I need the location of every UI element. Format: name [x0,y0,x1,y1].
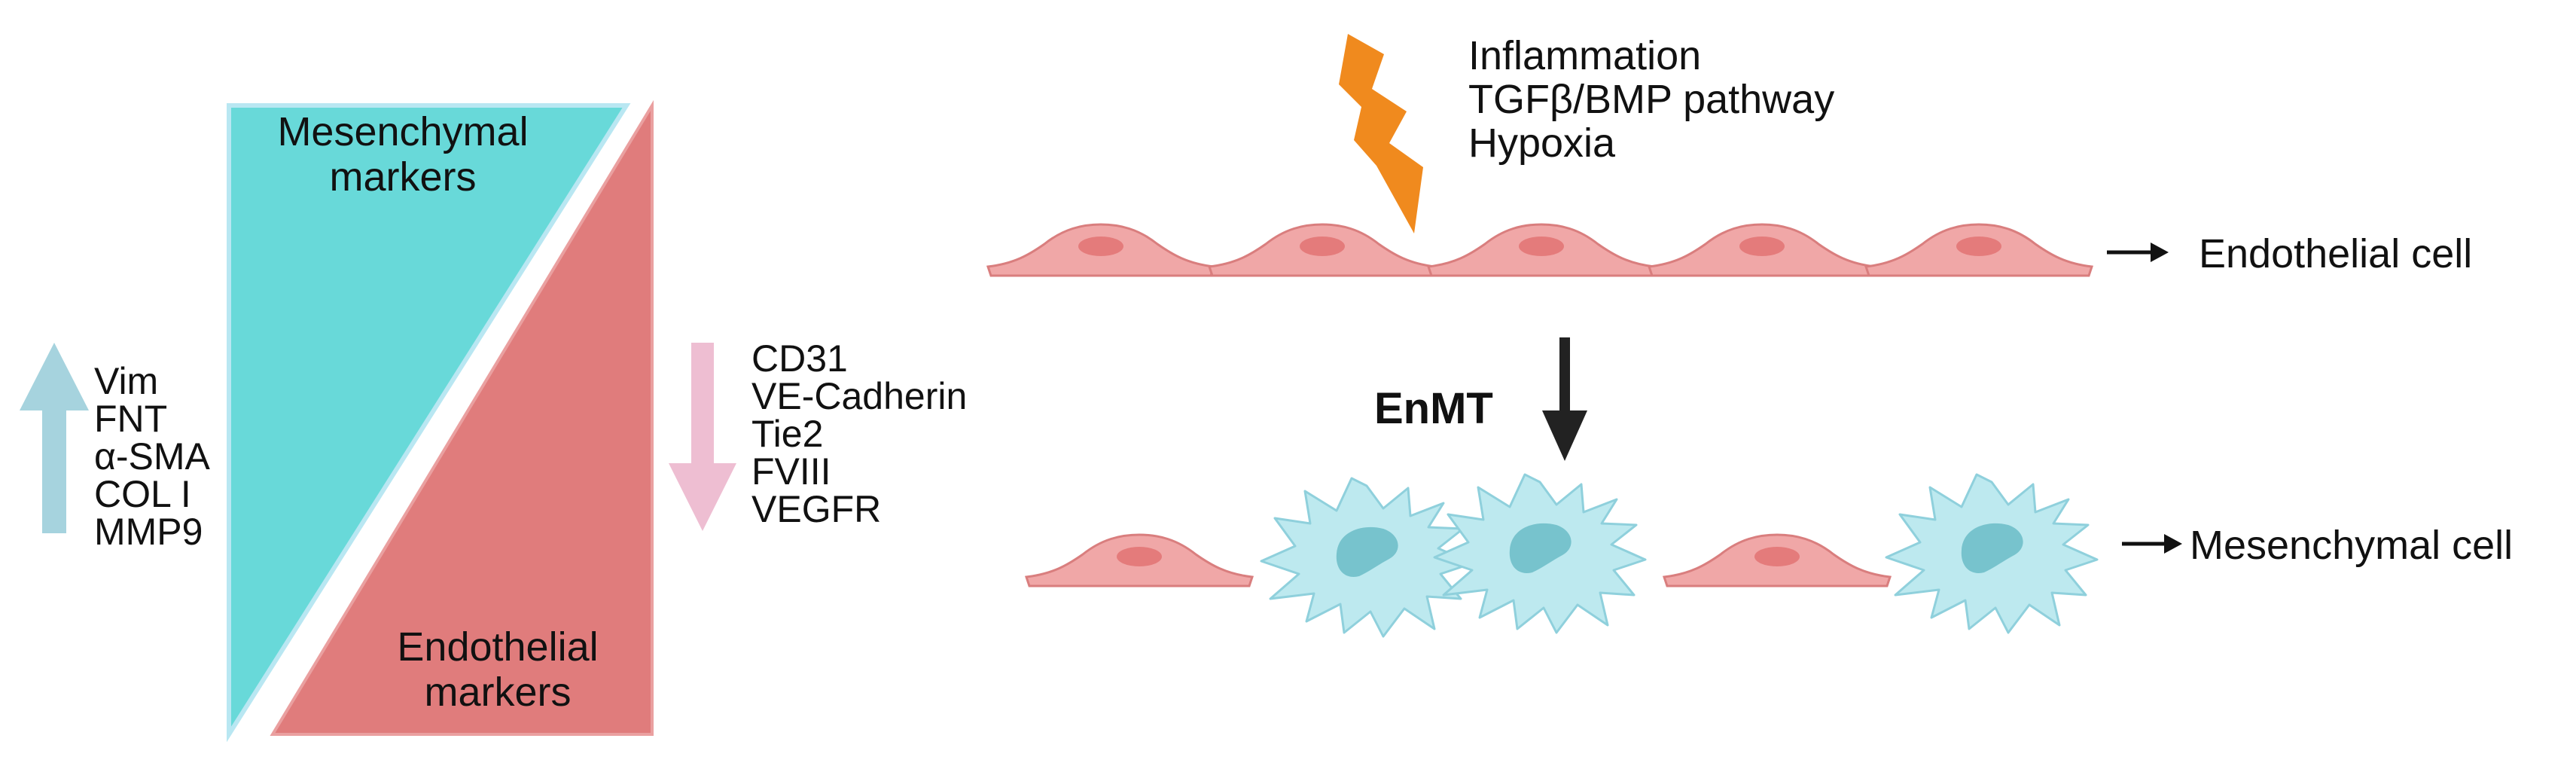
down-marker-fviii: FVIII [751,450,831,493]
stimulus-inflammation: Inflammation [1468,33,1701,78]
mesenchymal-cell [1885,473,2099,634]
enmt-label: EnMT [1374,384,1493,433]
down-marker-cd31: CD31 [751,337,848,380]
up-marker-mmp9: MMP9 [94,511,203,553]
marker-gradient-panel: Mesenchymal markers Endothelial markers [227,99,654,743]
mesenchymal-markers-title-line2: markers [329,154,476,200]
stimulus-tgfb-bmp: TGFβ/BMP pathway [1468,77,1834,122]
endothelial-cell [1648,223,1876,277]
down-marker-vegfr: VEGFR [751,488,881,530]
down-arrow-icon [669,343,736,531]
mesenchymal-triangle [227,103,631,743]
upregulated-markers-group: Vim FNT α-SMA COL I MMP9 [20,343,211,553]
downregulated-markers-group: CD31 VE-Cadherin Tie2 FVIII VEGFR [669,337,967,531]
up-marker-col1: COL I [94,473,191,515]
mesenchymal-cell-label: Mesenchymal cell [2190,523,2513,568]
endothelial-cell [1864,223,2093,277]
endothelial-cell [986,223,1215,277]
mesenchymal-markers-title-line1: Mesenchymal [277,109,528,154]
mesenchymal-cell-pointer [2122,534,2182,554]
endothelial-cell [1427,223,1656,277]
mesenchymal-cell [1433,473,1647,634]
endothelial-triangle [270,99,654,736]
stimuli-list: Inflammation TGFβ/BMP pathway Hypoxia [1468,33,1834,166]
endothelial-cell [1208,223,1437,277]
up-arrow-icon [20,343,89,533]
up-marker-vim: Vim [94,360,158,402]
endothelial-cell [1663,533,1892,587]
endothelial-cell-row [986,223,2093,277]
endothelial-markers-title-line1: Endothelial [397,624,598,670]
lightning-icon [1339,34,1423,233]
endothelial-cell-pointer [2107,243,2169,262]
endothelial-cell [1025,533,1254,587]
down-marker-tie2: Tie2 [751,413,823,455]
up-marker-asma: α-SMA [94,435,211,478]
down-marker-ve-cadherin: VE-Cadherin [751,375,967,417]
endothelial-markers-title-line2: markers [424,670,571,715]
stimulus-hypoxia: Hypoxia [1468,121,1616,166]
endothelial-cell-label: Endothelial cell [2199,231,2472,276]
up-marker-fnt: FNT [94,398,167,440]
enmt-arrow-icon [1542,337,1587,461]
mesenchymal-transition-row [1025,473,2099,638]
